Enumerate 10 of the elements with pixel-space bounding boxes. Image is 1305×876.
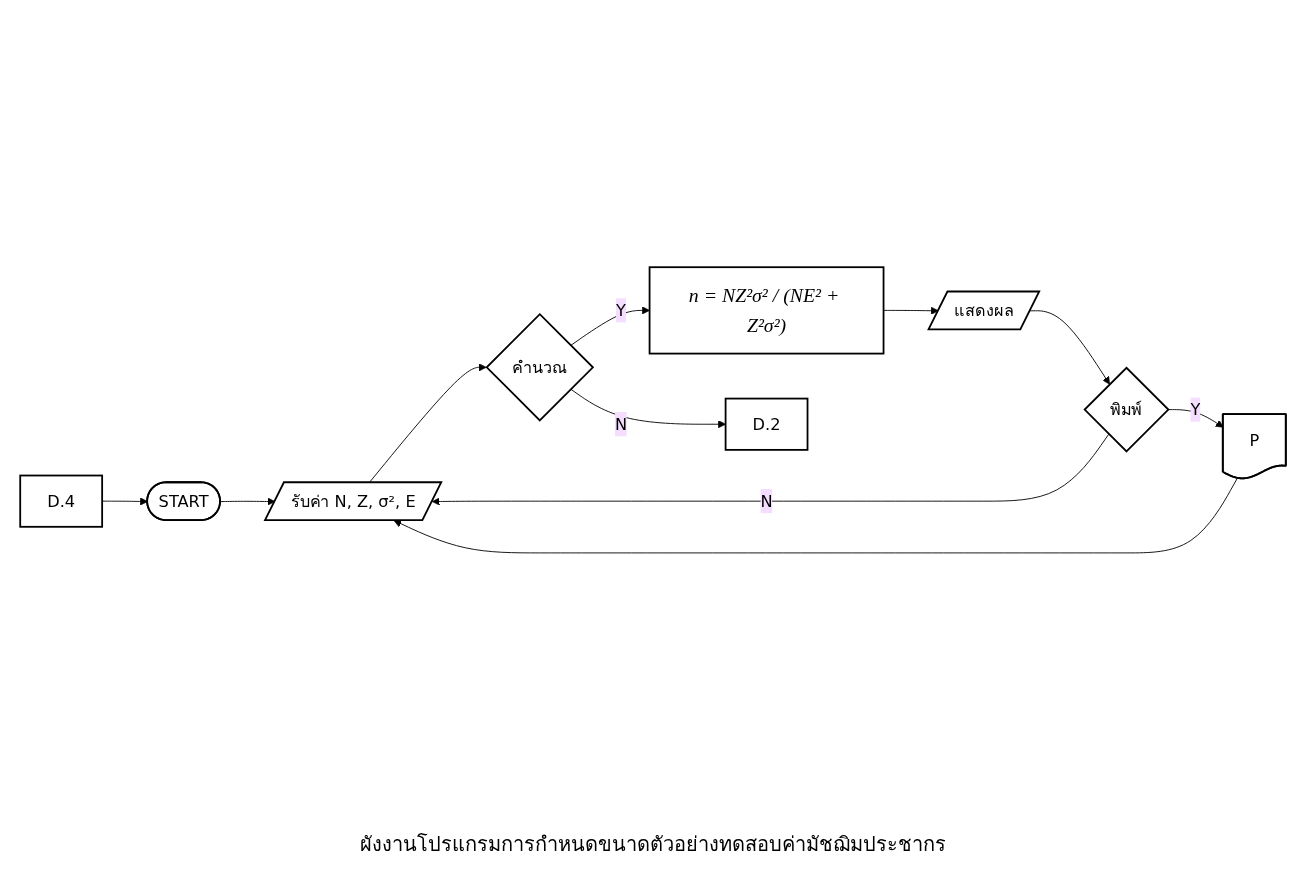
node-box: D.4	[18, 474, 103, 528]
node-box: n = NZ²σ² / (NE² + Z²σ²)	[648, 266, 884, 355]
edge-label: Y	[615, 300, 626, 320]
edge-label: Y	[1189, 400, 1200, 419]
caption: ผังงานโปรแกรมการกำหนดขนาดตัวอย่างทดสอบค่ามัชฌิมประชากร	[359, 831, 946, 858]
edge-label: N	[760, 491, 773, 511]
node-diamond: พิมพ์	[1082, 366, 1170, 453]
node-box: D.2	[724, 397, 808, 451]
node-diamond: คำนวณ	[484, 312, 594, 422]
edge-label: N	[614, 414, 627, 434]
